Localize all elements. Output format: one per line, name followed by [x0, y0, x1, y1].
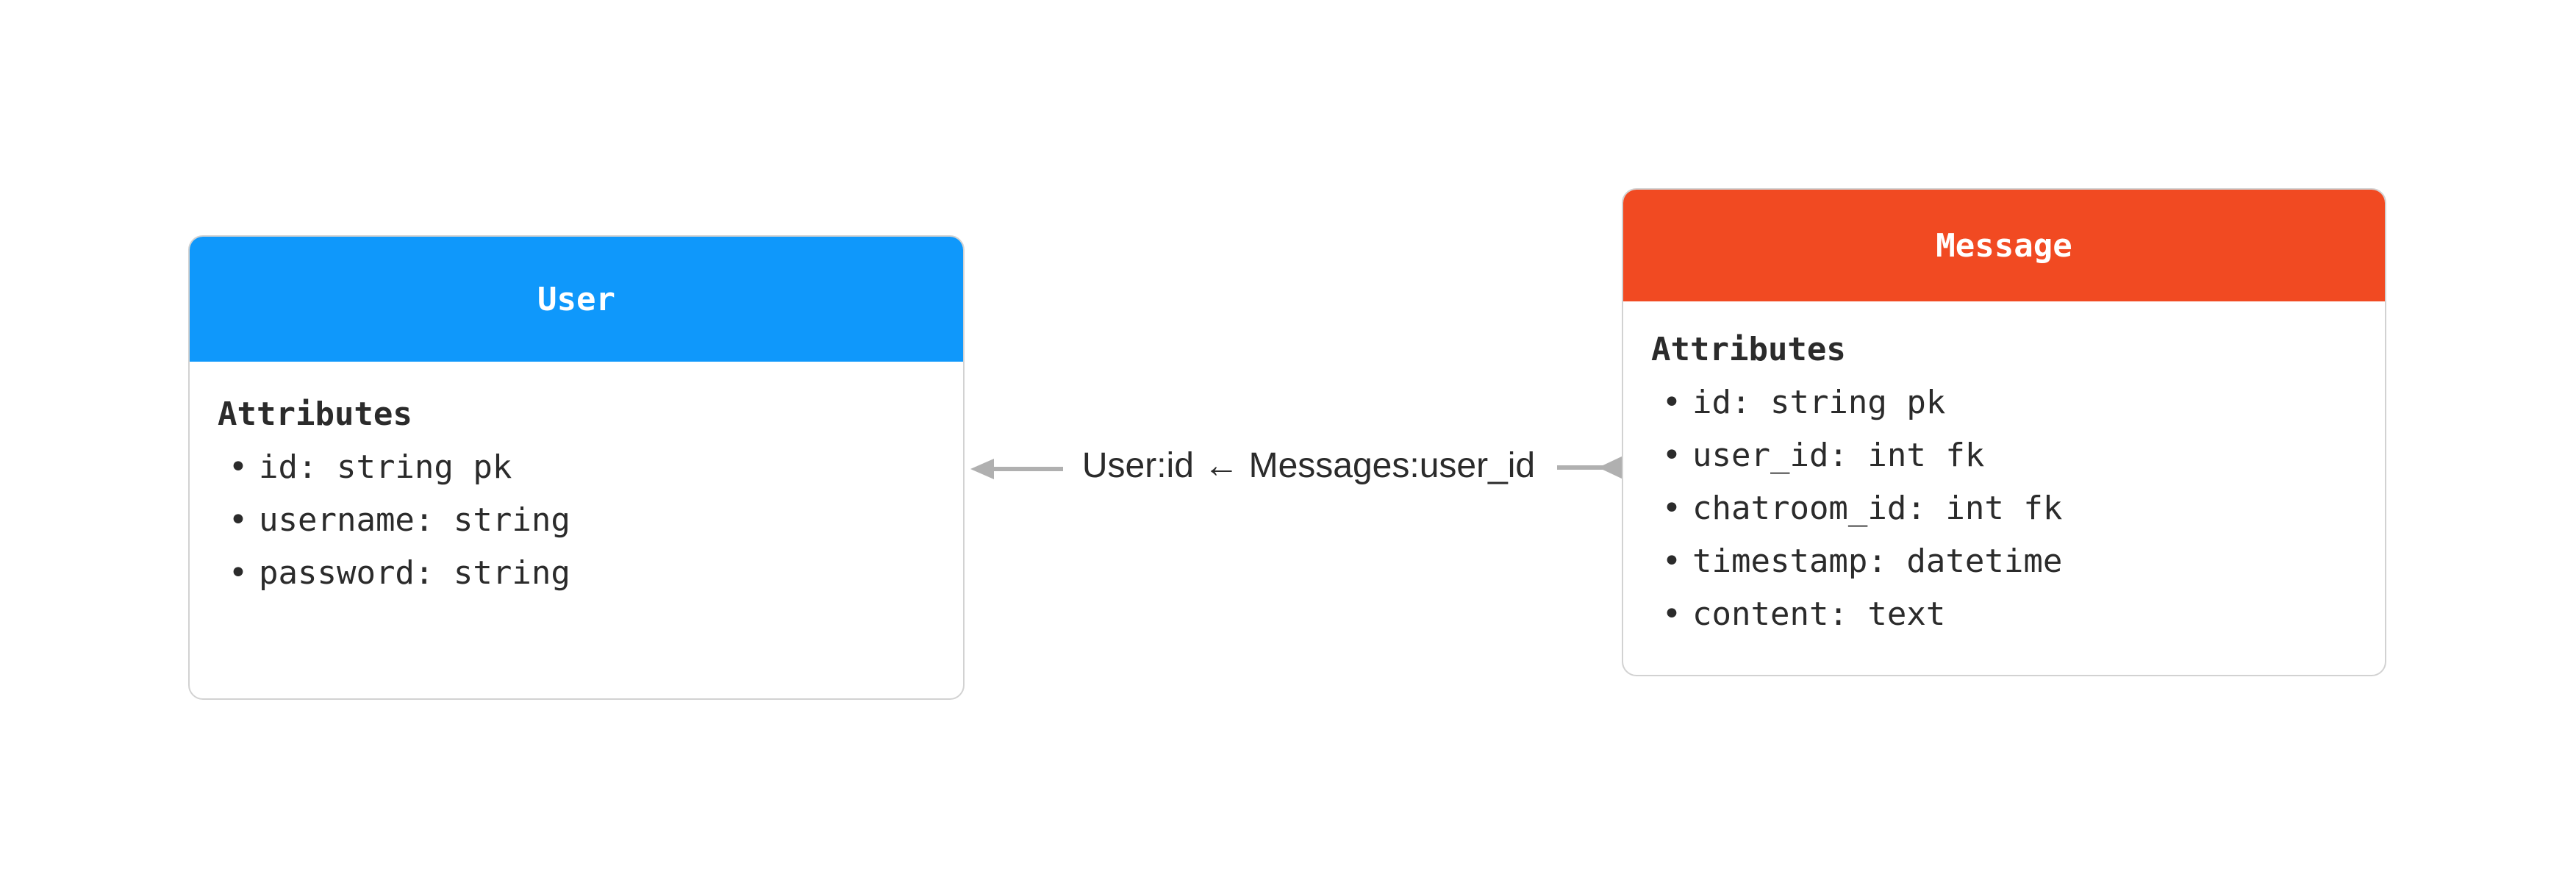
user-entity-title: User: [537, 280, 615, 318]
bullet-icon: •: [1661, 490, 1682, 527]
bullet-icon: •: [1661, 543, 1682, 580]
message-attributes-heading: Attributes: [1651, 331, 1846, 368]
message-entity-body: Attributes • id: string pk • user_id: int …: [1623, 301, 2385, 675]
user-entity-header: User: [190, 237, 963, 362]
message-attribute-text: user_id: int fk: [1692, 437, 1985, 474]
user-attribute-row: • id: string pk: [218, 441, 963, 494]
bullet-icon: •: [228, 501, 248, 539]
bullet-icon: •: [1661, 595, 1682, 633]
bullet-icon: •: [228, 554, 248, 592]
message-entity-header: Message: [1623, 190, 2385, 301]
relationship-label: User:id ← Messages:user_id: [1081, 446, 1536, 485]
message-attribute-text: chatroom_id: int fk: [1692, 490, 2063, 527]
message-attribute-row: • id: string pk: [1651, 376, 2385, 429]
user-attribute-row: • username: string: [218, 494, 963, 547]
message-entity[interactable]: Message Attributes • id: string pk • user_…: [1622, 188, 2386, 676]
message-attribute-text: timestamp: datetime: [1692, 543, 2063, 580]
message-attribute-row: • timestamp: datetime: [1651, 535, 2385, 588]
bullet-icon: •: [228, 448, 248, 486]
user-entity-body: Attributes • id: string pk • username: str…: [190, 362, 963, 698]
user-entity[interactable]: User Attributes • id: string pk • username…: [188, 235, 965, 700]
relationship-end-marker-icon: [1598, 456, 1623, 479]
message-attribute-text: id: string pk: [1692, 384, 1946, 421]
user-attribute-text: id: string pk: [259, 448, 512, 486]
bullet-icon: •: [1661, 437, 1682, 474]
bullet-icon: •: [1661, 384, 1682, 421]
message-attribute-row: • user_id: int fk: [1651, 429, 2385, 482]
message-attribute-text: content: text: [1692, 595, 1946, 633]
message-entity-title: Message: [1936, 226, 2072, 265]
user-attribute-text: username: string: [259, 501, 570, 539]
user-attribute-text: password: string: [259, 554, 570, 592]
message-attribute-row: • content: text: [1651, 588, 2385, 641]
relationship-arrowhead-icon: [970, 459, 994, 479]
user-attribute-row: • password: string: [218, 547, 963, 600]
user-attributes-heading: Attributes: [218, 395, 412, 433]
message-attribute-row: • chatroom_id: int fk: [1651, 482, 2385, 535]
